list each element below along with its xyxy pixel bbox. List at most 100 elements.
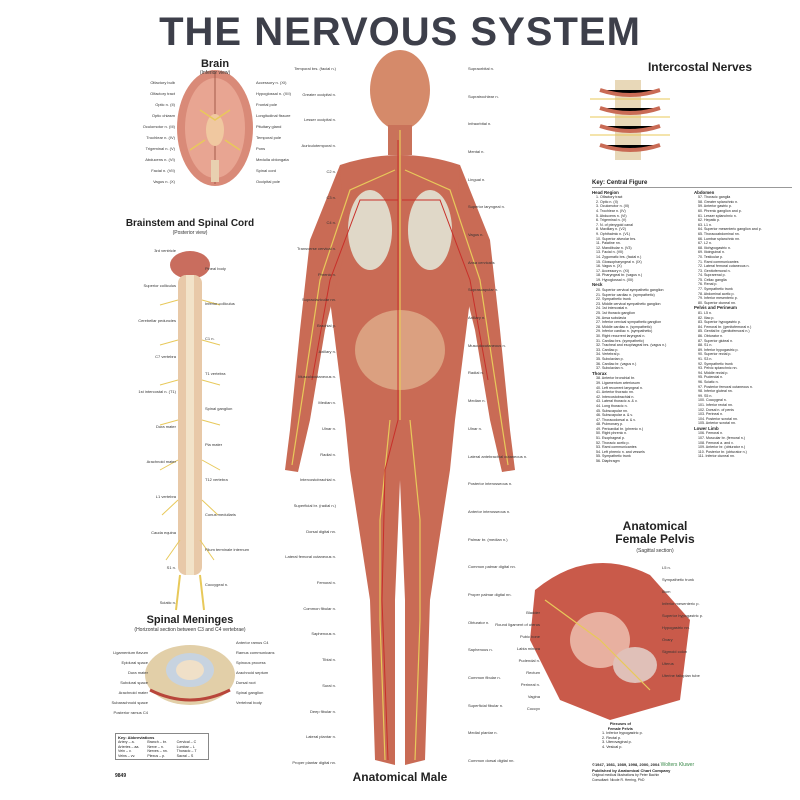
key-item: 84. Femoral br. (genitofemoral n.) (698, 324, 752, 329)
anatomy-label: Common palmar digital nn. (468, 564, 516, 570)
anatomy-label: Phrenic n. (317, 271, 336, 277)
anatomy-label: Facial n. (VII) (151, 168, 175, 173)
anatomy-label: Proper plantar digital nn. (292, 760, 336, 765)
brain-title: Brain (200, 58, 230, 70)
anatomy-label: Superficial fibular n. (468, 702, 504, 708)
key-item: 33. Cardiac p. (596, 347, 619, 352)
key-item: 16. Vagus n. (X) (596, 264, 622, 269)
key-item: 65. Thoracoabdominal nn. (698, 231, 740, 236)
key-item: 30. Right recurrent laryngeal n. (596, 334, 646, 338)
anatomy-label: Temporal brs. (facial n.) (294, 66, 336, 71)
key-item: 107. Muscular br. (femoral n.) (698, 436, 745, 441)
anatomy-label: Occipital pole (256, 179, 281, 184)
key-item: 20. Superior cervical sympathetic gangli… (596, 288, 664, 293)
anatomy-label: Dorsal root (236, 680, 256, 685)
key-item: 39. Ligamentum arteriosum (596, 380, 640, 385)
anatomy-label: Radial n. (468, 370, 484, 376)
anatomy-label: Inferior mesenteric p. (662, 601, 700, 606)
key-item: 11. Palatine nn. (596, 241, 621, 246)
anatomy-label: Auriculotemporal n. (301, 143, 336, 149)
anatomy-label: Saphenous n. (311, 631, 336, 637)
anatomy-label: Olfactory bulb (150, 80, 175, 85)
key-item: 90. Superior rectal p. (698, 352, 732, 357)
pelvis-key-title2: Female Pelvis (607, 726, 633, 731)
poster-title: THE NERVOUS SYSTEM (159, 10, 641, 54)
key-group-heading: Abdomen (694, 189, 715, 195)
key-group-heading: Neck (592, 282, 603, 288)
key-item: 25. 1st thoracic ganglion (596, 311, 635, 316)
key-item: 66. Lumbar splanchnic nn. (698, 236, 741, 241)
anatomy-label: Superior hypogastric p. (662, 613, 704, 618)
key-item: 83. Superior hypogastric p. (698, 320, 741, 325)
key-item: 104. Posterior scrotal nn. (698, 416, 738, 421)
key-item: 89. Inferior hypogastric p. (698, 347, 739, 352)
brain-illustration (177, 70, 253, 186)
key-item: 51. Esophageal p. (596, 436, 625, 441)
anatomy-label: Perineal n. (520, 682, 540, 687)
anatomy-label: Femoral n. (316, 580, 336, 586)
anatomy-label: Superior laryngeal n. (468, 204, 505, 210)
anatomy-label: Posterior ramus C4 (113, 710, 148, 715)
anatomy-label: Subarachnoid space (111, 700, 148, 705)
key-item: 17. Accessory n. (XI) (596, 268, 630, 273)
key-group-heading: Head Region (592, 189, 619, 195)
anatomy-label: Brachial p. (317, 323, 336, 329)
anatomy-label: Sciatic n. (159, 600, 176, 605)
key-item: 76. Renal p. (698, 282, 718, 287)
key-item: 28. Middle cardiac n. (sympathetic) (596, 324, 652, 329)
key-item: 95. Pudendal n. (698, 375, 724, 380)
key-item: 36. Cardiac br. (vagus n.) (596, 361, 637, 366)
anatomy-label: Superficial br. (radial n.) (293, 502, 336, 508)
anatomy-label: Conus medullaris (205, 512, 236, 517)
key-item: 77. Sympathetic trunk (698, 287, 733, 292)
abbreviation-item: Thoracic – T (176, 749, 197, 754)
key-item: 82. Iliac p. (698, 315, 715, 320)
anatomy-label: Vagus n. (468, 232, 484, 238)
publisher: Published by Anatomical Chart Company (592, 768, 671, 773)
anatomy-label: Epidural space (121, 660, 148, 665)
anatomy-label: Longitudinal fissure (256, 113, 291, 118)
pelvis-plexus-key: Plexuses of Female Pelvis 1. Inferior hy… (598, 722, 643, 750)
key-item: 38. Anterior bronchial br. (596, 376, 635, 381)
anatomy-label: Superior colliculus (143, 283, 176, 289)
anatomy-label: Supraclavicular nn. (301, 297, 336, 303)
key-group-heading: Lower Limb (694, 425, 719, 431)
key-item: 27. Inferior cervical sympathetic gangli… (596, 320, 662, 325)
anatomy-label: Ovary (662, 637, 673, 642)
key-item: 35. Subclavian p. (596, 356, 624, 361)
copyright: ©1947, 1981, 1989, 1998, 2000, 2004 (592, 762, 660, 767)
key-item: 50. Right phrenic n. (596, 431, 628, 436)
anatomy-label: Proper palmar digital nn. (468, 591, 512, 597)
anatomy-label: Pubic bone (519, 634, 540, 639)
abbreviation-item: Plexus – p. (147, 753, 166, 758)
anatomy-label: Axillary n. (468, 315, 486, 321)
anatomy-label: Common fibular n. (468, 674, 501, 680)
key-item: 63. L1 n. (698, 222, 712, 227)
key-item: 23. Middle cervical sympathetic ganglion (596, 301, 661, 306)
anatomy-label: Common fibular n. (303, 605, 336, 611)
intercostal-title: Intercostal Nerves (647, 60, 753, 74)
pelvis-key-items: 1. Inferior hypogastric p.2. Rectal p.3.… (598, 731, 643, 749)
consultant: Consultant: Nicole R. Herring, PhD (592, 778, 645, 782)
anatomy-label: Sural n. (322, 682, 336, 688)
pelvis-key-item: 1. Inferior hypogastric p. (602, 731, 643, 736)
anatomy-label: Intercostobrachial n. (299, 477, 336, 483)
anatomy-label: Uterus (662, 661, 674, 666)
key-item: 106. Femoral n. (698, 431, 724, 436)
anatomy-label: Spinal cord (256, 168, 277, 173)
anatomy-label: Pons (256, 146, 266, 151)
key-item: 5. Abducens n. (VI) (596, 213, 627, 218)
key-item: 2. Optic n. (II) (596, 199, 618, 204)
anatomy-label: 1st intercostal n. (T1) (138, 388, 176, 394)
abbreviation-item: Vein – v. (118, 749, 132, 754)
key-item: 54. Left phrenic n. and vessels (596, 449, 645, 454)
key-item: 24. 1st intercostal n. (596, 306, 629, 311)
anatomy-label: Ulnar n. (468, 425, 483, 431)
key-item: 98. Inferior gluteal nn. (698, 389, 733, 394)
anatomy-label: Palmar br. (median n.) (468, 536, 508, 542)
key-item: 1. Olfactory tract (596, 195, 623, 200)
anatomy-label: Musculocutaneous n. (468, 342, 506, 348)
anatomy-label: Supraorbital n. (468, 66, 495, 71)
